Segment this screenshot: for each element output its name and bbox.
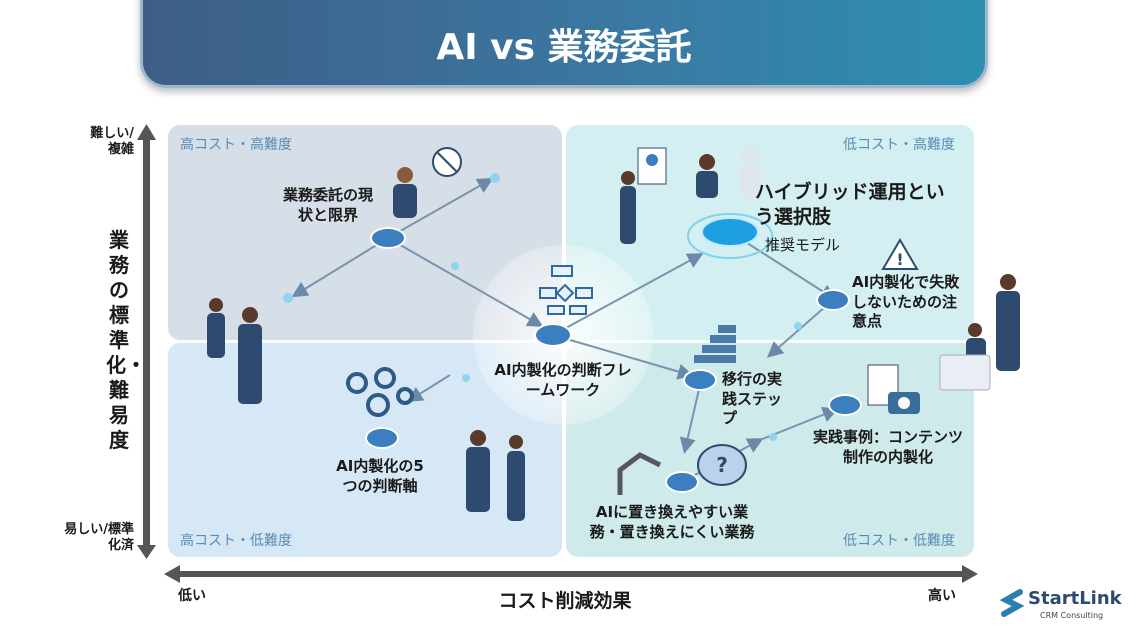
x-axis-left-label: 低い bbox=[178, 588, 206, 604]
warning-icon: ! bbox=[881, 238, 919, 270]
quadrant-label-bl: 高コスト・低難度 bbox=[180, 533, 292, 549]
label-steps: 移行の実践ステップ bbox=[722, 370, 783, 427]
y-axis-top-label: 難しい/複雑 bbox=[90, 126, 134, 157]
y-axis bbox=[143, 138, 150, 548]
logo-sub: CRM Consulting bbox=[1040, 611, 1104, 620]
label-replace: AIに置き換えやすい業務・置き換えにくい業務 bbox=[589, 503, 755, 541]
label-caution: AI内製化で失敗しないための注意点 bbox=[852, 273, 960, 330]
framework-flowchart-icon bbox=[539, 265, 593, 315]
svg-text:?: ? bbox=[716, 453, 728, 477]
y-axis-title: 業務の標準化・難易度 bbox=[106, 228, 146, 452]
label-framework: AI内製化の判断フレームワーク bbox=[494, 361, 632, 399]
x-axis bbox=[178, 571, 964, 577]
label-case: 実践事例：コンテンツ制作の内製化 bbox=[812, 428, 963, 466]
label-status: 業務委託の現状と限界 bbox=[282, 186, 373, 224]
startlink-logo-icon bbox=[999, 589, 1025, 617]
quadrant-label-tr: 低コスト・高難度 bbox=[843, 137, 955, 153]
chart-board-icon bbox=[637, 147, 667, 185]
x-axis-title: コスト削減効果 bbox=[498, 590, 632, 612]
quadrant-label-br: 低コスト・低難度 bbox=[843, 533, 955, 549]
node-disks bbox=[365, 213, 862, 493]
stairs-icon bbox=[694, 325, 736, 363]
robot-arm-icon bbox=[617, 452, 662, 495]
title-banner: AI vs 業務委託 bbox=[140, 0, 988, 88]
quadrant-label-tl: 高コスト・高難度 bbox=[180, 137, 292, 153]
logo-name: StartLink bbox=[1028, 588, 1122, 609]
gears-icon bbox=[346, 367, 414, 417]
label-hybrid: ハイブリッド運用という選択肢 bbox=[755, 181, 945, 228]
person-figures bbox=[207, 146, 1020, 521]
label-hybrid-sub: 推奨モデル bbox=[765, 236, 841, 254]
svg-text:!: ! bbox=[896, 250, 903, 269]
logo: StartLink CRM Consulting bbox=[999, 588, 1122, 622]
y-axis-bottom-label: 易しい/標準化済 bbox=[64, 522, 134, 553]
label-5axes: AI内製化の5つの判断軸 bbox=[336, 457, 424, 495]
brain-icon: ? bbox=[697, 444, 747, 486]
page-title: AI vs 業務委託 bbox=[436, 27, 692, 68]
x-axis-right-label: 高い bbox=[928, 588, 956, 604]
no-people-icon bbox=[432, 147, 462, 177]
document-camera-icon bbox=[867, 364, 920, 414]
